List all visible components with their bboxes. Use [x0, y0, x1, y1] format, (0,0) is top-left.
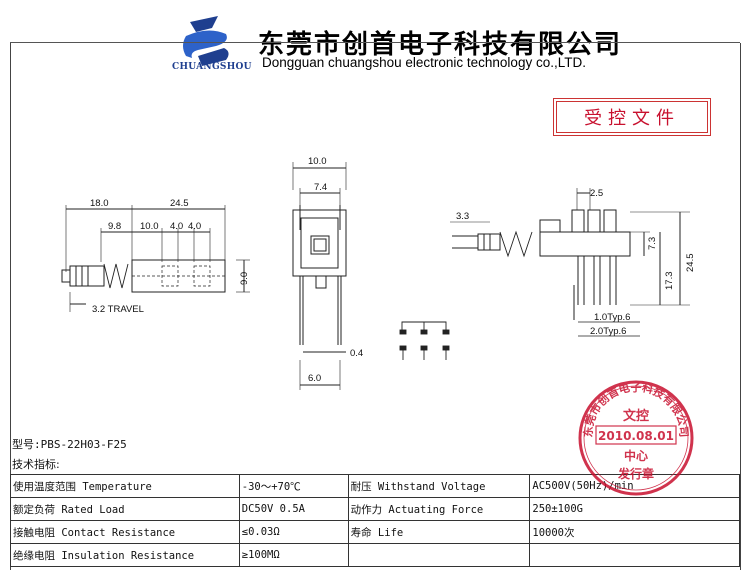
dim-label: 6.0	[308, 373, 321, 384]
spec-value: -30～+70℃	[238, 474, 349, 498]
dim-label: 3.3	[456, 211, 469, 222]
dim-label: 10.0	[140, 221, 159, 232]
spec-value: ≤0.03Ω	[238, 520, 349, 544]
controlled-document-text: 受控文件	[584, 108, 680, 129]
logo-text: CHUANGSHOU	[172, 62, 252, 72]
spec-value: 10000次	[529, 520, 740, 544]
stamp-bottom-text: 发行章	[617, 466, 654, 481]
company-logo-icon	[183, 16, 229, 66]
stamp-middle-text: 中心	[624, 448, 648, 463]
stamp-date: 2010.08.01	[598, 429, 674, 443]
spec-label: 使用温度范围 Temperature	[10, 474, 240, 498]
spec-label: 额定负荷 Rated Load	[10, 497, 240, 521]
dim-label: 24.5	[685, 254, 696, 273]
dim-label: 9.8	[108, 221, 121, 232]
dim-label: 3.2 TRAVEL	[92, 304, 144, 315]
model-number: 型号:PBS-22H03-F25	[12, 438, 127, 451]
dim-label: 7.3	[647, 237, 658, 250]
spec-value: 250±100G	[529, 497, 740, 521]
drawing-frame	[10, 43, 741, 570]
mounting-view	[450, 188, 690, 337]
specs-table: 使用温度范围 Temperature -30～+70℃ 耐压 Withstand…	[10, 474, 740, 567]
dim-label: 10.0	[308, 156, 327, 167]
spec-label: 耐压 Withstand Voltage	[347, 474, 531, 498]
dim-label: 9.0	[239, 272, 250, 285]
dim-label: 18.0	[90, 198, 109, 209]
spec-value: ≥100MΩ	[238, 543, 349, 567]
table-row: 接触电阻 Contact Resistance ≤0.03Ω 寿命 Life 1…	[10, 520, 740, 544]
dim-label: 17.3	[664, 272, 675, 291]
spec-value: AC500V(50Hz)/min	[529, 474, 740, 498]
dim-label: 4.0	[170, 221, 183, 232]
spec-value	[529, 543, 740, 567]
dim-label: 2.0Typ.6	[590, 326, 626, 337]
controlled-document-label: 受控文件	[554, 99, 710, 135]
dim-label: 24.5	[170, 198, 189, 209]
spec-label	[347, 543, 531, 567]
side-view	[61, 205, 250, 312]
spec-label: 寿命 Life	[347, 520, 531, 544]
dim-label: 2.5	[590, 188, 603, 199]
circuit-symbol	[399, 321, 450, 360]
spec-label: 动作力 Actuating Force	[347, 497, 531, 521]
front-view	[292, 162, 347, 390]
table-row: 绝缘电阻 Insulation Resistance ≥100MΩ	[10, 543, 740, 567]
dim-label: 0.4	[350, 348, 363, 359]
company-name-cn: 东莞市创首电子科技有限公司	[258, 30, 623, 60]
spec-label: 接触电阻 Contact Resistance	[10, 520, 240, 544]
company-name-en: Dongguan chuangshou electronic technolog…	[262, 55, 586, 70]
dim-label: 7.4	[314, 182, 327, 193]
company-seal-stamp: 东莞市创首电子科技有限公司 文控 2010.08.01 中心 发行章	[578, 380, 694, 496]
spec-label: 绝缘电阻 Insulation Resistance	[10, 543, 240, 567]
stamp-top-text: 文控	[623, 408, 649, 424]
header-divider	[10, 42, 740, 43]
specs-title: 技术指标:	[12, 458, 60, 471]
table-row: 额定负荷 Rated Load DC50V 0.5A 动作力 Actuating…	[10, 497, 740, 521]
dim-label: 4.0	[188, 221, 201, 232]
dim-label: 1.0Typ.6	[594, 312, 630, 323]
spec-value: DC50V 0.5A	[238, 497, 349, 521]
